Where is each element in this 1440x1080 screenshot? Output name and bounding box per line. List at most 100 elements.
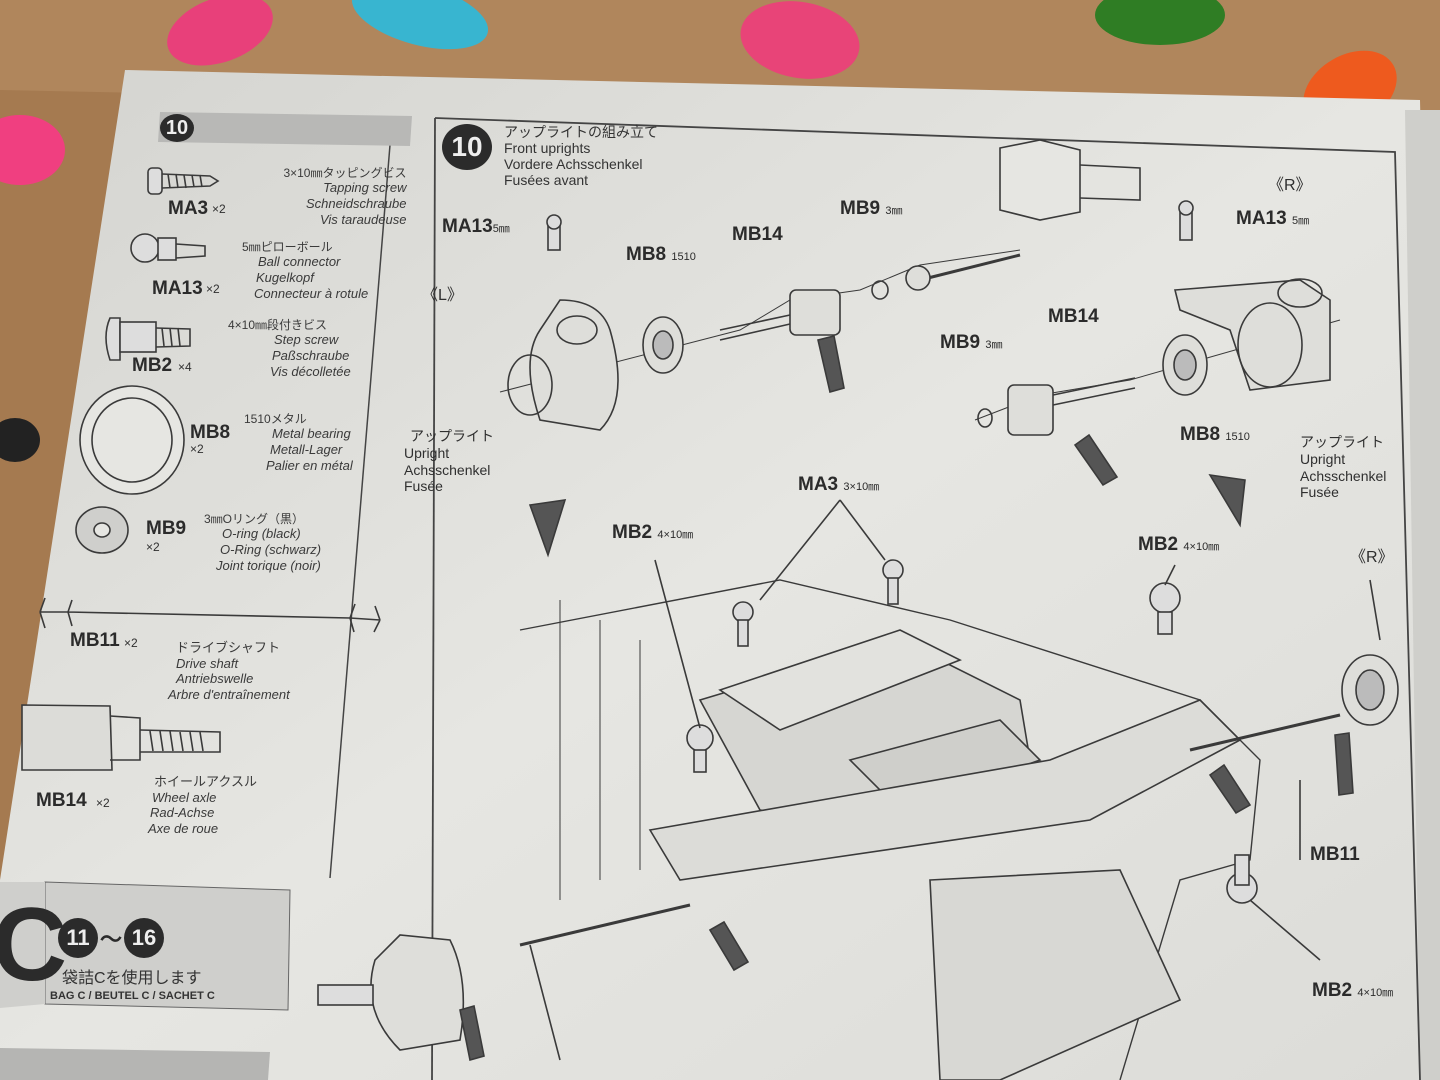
part-desc-line: Vis décolletée xyxy=(270,363,351,379)
callout-code: MA3 xyxy=(798,474,839,495)
part-desc-line: Metal bearing xyxy=(272,426,351,442)
part-desc-line: 5㎜ピローボール xyxy=(242,240,333,254)
part-desc-line: 1510メタル xyxy=(244,412,307,426)
upright-left-label: アップライト Upright Achsschenkel Fusée xyxy=(404,428,494,495)
callout-code: MA13 xyxy=(1236,208,1287,229)
callout-code: MB2 xyxy=(1138,534,1179,555)
part-code-mb8: MB8 xyxy=(190,422,231,443)
callout-size: 3㎜ xyxy=(985,339,1003,351)
callout-ma3: MA3 3×10㎜ xyxy=(798,474,879,496)
step-title-jp: アップライトの組み立て xyxy=(504,124,658,140)
part-desc-line: ドライブシャフト xyxy=(176,640,281,655)
parts-list-step-badge: 10 xyxy=(160,114,194,142)
upright-label-line: Upright xyxy=(1300,450,1346,467)
part-desc-line: Paßschraube xyxy=(272,347,350,363)
part-desc-line: Axe de roue xyxy=(148,820,219,836)
upright-label-line: Fusée xyxy=(404,478,443,495)
part-code-mb2: MB2 xyxy=(132,355,173,376)
callout-mb2-bottom: MB2 4×10㎜ xyxy=(1312,980,1393,1002)
callout-code: MA13 xyxy=(442,216,493,237)
part-desc-line: 3㎜Oリング（黒） xyxy=(204,512,305,526)
part-code-mb14: MB14 xyxy=(36,790,87,811)
part-desc-line: 4×10㎜段付きビス xyxy=(228,318,328,332)
bag-steps-range: 11 ～ 16 xyxy=(58,918,165,958)
callout-code: MB8 xyxy=(626,244,667,265)
part-desc-line: Arbre d'entraînement xyxy=(168,686,290,702)
part-code-mb9: MB9 xyxy=(146,518,187,539)
upright-label-line: Achsschenkel xyxy=(404,461,491,478)
upright-label-line: アップライト xyxy=(410,428,494,444)
callout-size: 5㎜ xyxy=(1291,215,1310,227)
part-code-mb11: MB11 xyxy=(70,630,120,651)
callout-size: 4×10㎜ xyxy=(657,529,694,541)
part-desc-line: Connecteur à rotule xyxy=(254,285,369,301)
callout-code: MB9 xyxy=(940,332,981,353)
step-title-de: Vordere Achsschenkel xyxy=(504,156,643,173)
part-qty-ma13: ×2 xyxy=(206,282,220,296)
part-desc-line: O-Ring (schwarz) xyxy=(220,541,322,557)
part-desc-line: Tapping screw xyxy=(323,180,407,196)
part-desc-ma13: 5㎜ピローボール Ball connector Kugelkopf Connec… xyxy=(242,240,368,301)
callout-size: 5㎜ xyxy=(492,223,510,235)
candy-decoration xyxy=(0,0,1397,462)
upright-label-line: Upright xyxy=(404,444,450,461)
part-desc-line: Joint torique (noir) xyxy=(216,557,321,573)
callout-mb14-left: MB14 xyxy=(732,224,783,245)
part-qty-ma3: ×2 xyxy=(212,202,226,216)
part-desc-line: Drive shaft xyxy=(176,655,239,671)
step-title-fr: Fusées avant xyxy=(504,172,589,189)
step-number-badge: 10 xyxy=(442,124,492,170)
step-title: アップライトの組み立て Front uprights Vordere Achss… xyxy=(504,124,658,188)
callout-size: 1510 xyxy=(671,251,696,263)
side-label-left: 《L》 xyxy=(422,287,463,304)
callout-mb14-right: MB14 xyxy=(1048,306,1099,327)
step-number: 10 xyxy=(442,124,492,170)
part-desc-line: ホイールアクスル xyxy=(154,774,257,789)
callout-code: MB2 xyxy=(1312,980,1353,1001)
part-desc-mb11: ドライブシャフト Drive shaft Antriebswelle Arbre… xyxy=(168,640,290,702)
part-desc-line: Metall-Lager xyxy=(270,441,343,457)
part-desc-line: 3×10㎜タッピングビス xyxy=(283,166,407,180)
side-label-right-chassis: 《R》 xyxy=(1350,549,1394,566)
part-desc-line: Ball connector xyxy=(258,254,341,270)
upright-label-line: アップライト xyxy=(1300,434,1384,450)
part-desc-mb8: 1510メタル Metal bearing Metall-Lager Palie… xyxy=(244,412,353,473)
callout-size: 4×10㎜ xyxy=(1183,541,1220,553)
callout-ma13-left: MA135㎜ xyxy=(442,216,510,238)
side-label-right: 《R》 xyxy=(1268,177,1312,194)
upright-label-line: Achsschenkel xyxy=(1300,467,1387,484)
bag-step-to: 16 xyxy=(124,918,165,958)
callout-size: 3㎜ xyxy=(885,205,903,217)
part-code-ma13: MA13 xyxy=(152,278,203,299)
part-qty-mb14: ×2 xyxy=(96,796,110,810)
callout-size: 4×10㎜ xyxy=(1357,987,1394,999)
callout-mb2-center: MB2 4×10㎜ xyxy=(612,522,693,544)
part-qty-mb9: ×2 xyxy=(146,540,160,554)
upright-label-line: Fusée xyxy=(1300,484,1339,501)
part-desc-line: Step screw xyxy=(274,332,339,348)
step-title-en: Front uprights xyxy=(504,140,591,157)
part-desc-line: Wheel axle xyxy=(152,789,217,805)
part-desc-mb9: 3㎜Oリング（黒） O-ring (black) O-Ring (schwarz… xyxy=(204,512,321,573)
part-desc-ma3: 3×10㎜タッピングビス Tapping screw Schneidschrau… xyxy=(258,166,406,227)
callout-code: MB2 xyxy=(612,522,653,543)
part-qty-mb11: ×2 xyxy=(124,636,138,650)
part-desc-line: Vis taraudeuse xyxy=(319,211,407,227)
part-desc-line: Kugelkopf xyxy=(256,269,314,285)
bag-step-from: 11 xyxy=(58,918,98,958)
bag-en: BAG C / BEUTEL C / SACHET C xyxy=(50,990,215,1002)
part-desc-line: Antriebswelle xyxy=(176,671,254,687)
bag-jp: 袋詰Cを使用します xyxy=(62,970,202,987)
callout-mb8-right: MB8 1510 xyxy=(1180,424,1250,446)
part-qty-mb8: ×2 xyxy=(190,442,204,456)
part-desc-line: O-ring (black) xyxy=(222,526,301,542)
callout-mb9-left: MB9 3㎜ xyxy=(840,198,903,220)
part-desc-mb14: ホイールアクスル Wheel axle Rad-Achse Axe de rou… xyxy=(148,774,257,836)
part-qty-mb2: ×4 xyxy=(178,360,192,374)
callout-size: 1510 xyxy=(1225,431,1250,443)
part-desc-mb2: 4×10㎜段付きビス Step screw Paßschraube Vis dé… xyxy=(228,318,351,379)
callout-mb8-left: MB8 1510 xyxy=(626,244,696,266)
bag-step-sep: ～ xyxy=(100,927,123,952)
part-desc-line: Palier en métal xyxy=(266,457,353,473)
